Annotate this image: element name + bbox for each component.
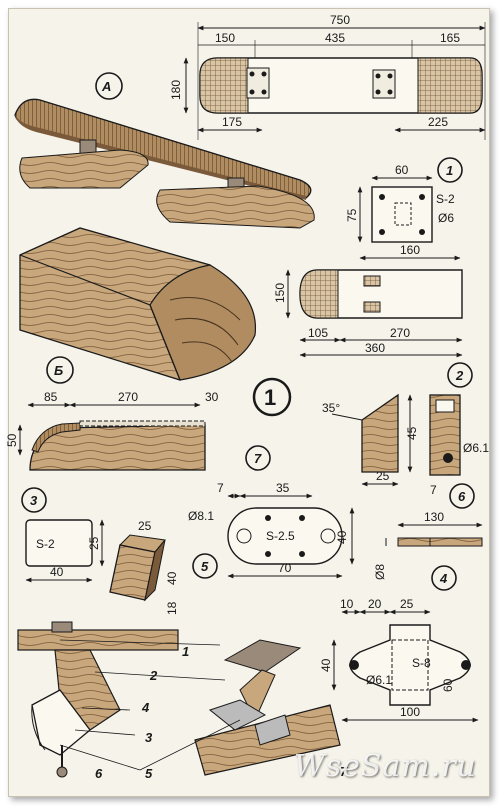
label-a: А: [101, 79, 111, 94]
watermark: WseSam.ru: [293, 749, 477, 784]
dim-105: 105: [308, 326, 328, 340]
dim-10-p6: 10: [340, 597, 354, 611]
dim-d8-p4: Ø8: [373, 564, 387, 580]
dim-18-p5: 18: [165, 601, 179, 615]
assembly-view: 1 2 4 3 5 6 7: [17, 621, 348, 781]
dim-165: 165: [440, 31, 460, 45]
dim-40-p5: 40: [165, 571, 179, 585]
part-3: 3 S-2 25 40: [21, 487, 105, 583]
dim-7-p2: 7: [430, 483, 437, 497]
callout-3: 3: [145, 730, 153, 745]
label-n1: 1: [446, 163, 453, 178]
dim-225: 225: [428, 115, 448, 129]
dim-35-p7: 35: [276, 481, 290, 495]
dim-360: 360: [365, 341, 385, 355]
plate-1: 1 60 75 S-2 Ø6: [345, 157, 463, 243]
callout-6: 6: [95, 766, 103, 781]
callout-1: 1: [182, 644, 189, 659]
dim-270: 270: [390, 326, 410, 340]
dim-180: 180: [169, 80, 183, 100]
dim-435: 435: [325, 31, 345, 45]
side-view-b: 85 270 30 50: [5, 390, 219, 471]
callout-7: 7: [340, 764, 348, 779]
s-2-p3: S-2: [36, 537, 55, 551]
dim-25-p6: 25: [400, 597, 414, 611]
dim-30: 30: [205, 390, 219, 404]
dim-160: 160: [400, 243, 420, 257]
dim-60: 60: [395, 163, 409, 177]
wood-block-b: [19, 227, 257, 381]
dim-20-p6: 20: [368, 597, 382, 611]
dim-75: 75: [345, 208, 359, 222]
dim-750: 750: [330, 13, 350, 27]
dim-40-p6: 40: [319, 658, 333, 672]
label-circle-1: 1: [264, 385, 276, 410]
angle-35: 35°: [322, 401, 340, 415]
s-25-p7: S-2.5: [266, 529, 295, 543]
part-6: 10 20 25 S-8 Ø6.1 60 40 100: [319, 597, 479, 723]
label-b: Б: [54, 363, 63, 378]
dim-7-p7: 7: [217, 481, 224, 495]
part-4: 130 Ø8 4: [373, 510, 483, 591]
part-2: 2 35° 45 25 7 Ø6.1 6: [322, 362, 489, 509]
dim-d81-p7: Ø8.1: [188, 509, 214, 523]
dim-25-p2: 25: [376, 469, 390, 483]
skate-perspective: [14, 98, 315, 229]
s-8-p6: S-8: [412, 656, 431, 670]
dim-d6: Ø6: [438, 211, 454, 225]
dim-50: 50: [5, 433, 19, 447]
dim-100-p6: 100: [400, 705, 420, 719]
dim-150-board: 150: [273, 283, 287, 303]
label-n5: 5: [201, 559, 209, 574]
label-n4: 4: [439, 571, 448, 586]
dim-70-p7: 70: [278, 561, 292, 575]
callout-5: 5: [145, 766, 153, 781]
dim-130-p4: 130: [424, 510, 444, 524]
dim-25-p3: 25: [87, 536, 101, 550]
dim-25-p5: 25: [138, 519, 152, 533]
dim-40-p7: 40: [335, 530, 349, 544]
part-5: 25 40 18 5: [109, 519, 218, 615]
label-n3: 3: [30, 493, 38, 508]
dim-150: 150: [215, 31, 235, 45]
label-n7: 7: [254, 451, 262, 466]
dim-270-side: 270: [118, 390, 138, 404]
top-view-board: 750 150 435 165 180 175 225: [169, 13, 486, 140]
board-dimensioned: 160 150 105 270 360: [273, 243, 463, 358]
s-2-thickness: S-2: [436, 192, 455, 206]
dim-85: 85: [44, 390, 58, 404]
callout-4: 4: [141, 700, 150, 715]
dim-175: 175: [222, 115, 242, 129]
label-n2: 2: [455, 368, 464, 383]
part-7: 7 7 35 Ø8.1 S-2.5 40 70: [188, 445, 355, 579]
label-n6: 6: [458, 489, 466, 504]
dim-60-p6: 60: [441, 678, 455, 692]
dim-45: 45: [405, 426, 419, 440]
dim-d61-p2: Ø6.1: [463, 441, 489, 455]
dim-d61-p6: Ø6.1: [366, 673, 392, 687]
dim-40-p3: 40: [50, 565, 64, 579]
callout-2: 2: [149, 668, 158, 683]
